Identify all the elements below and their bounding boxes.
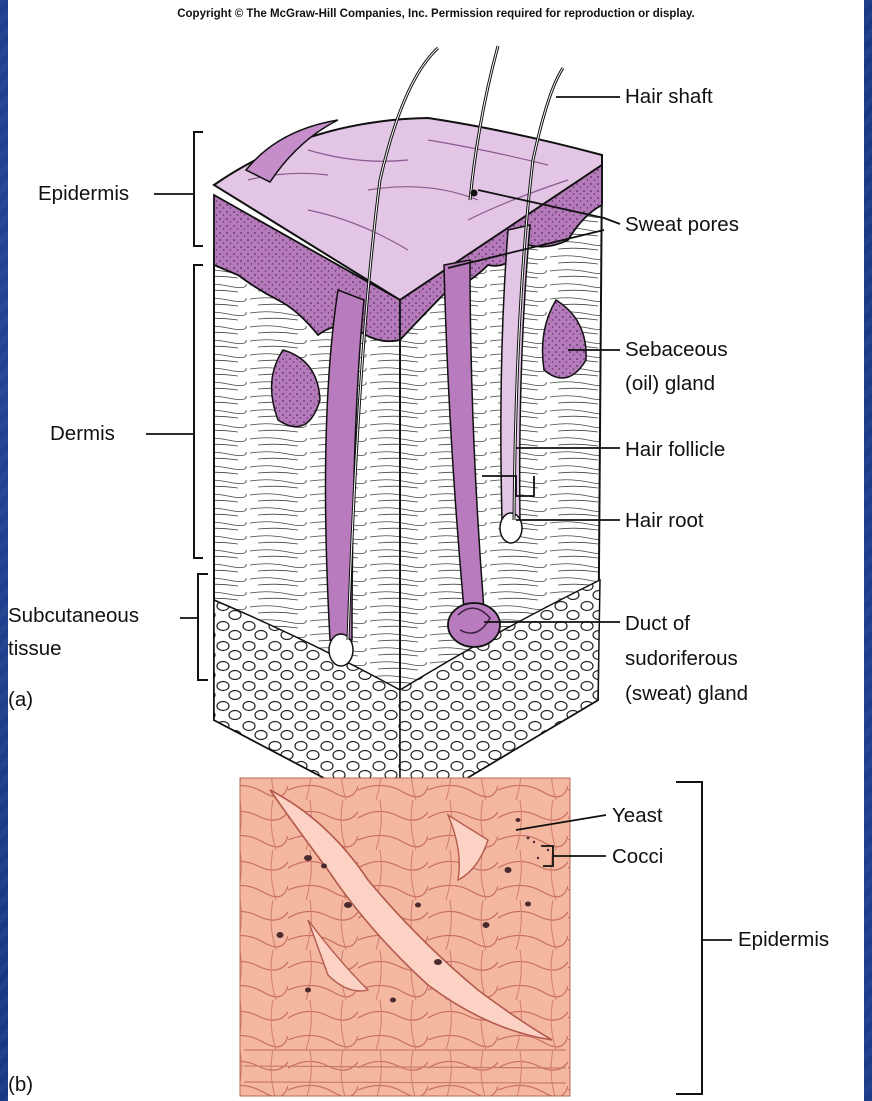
label-epidermis: Epidermis (38, 181, 129, 207)
label-panel-a: (a) (8, 687, 33, 713)
label-duct-line2: sudoriferous (625, 646, 738, 672)
label-duct-line3: (sweat) gland (625, 681, 748, 707)
label-subcutaneous-line1: Subcutaneous (8, 603, 139, 629)
label-sebaceous-line1: Sebaceous (625, 337, 728, 363)
label-hair-root: Hair root (625, 508, 704, 534)
figure-slide: Copyright © The McGraw-Hill Companies, I… (8, 0, 864, 1101)
label-panel-b: (b) (8, 1072, 33, 1098)
label-duct-line1: Duct of (625, 611, 690, 637)
label-sebaceous-line2: (oil) gland (625, 371, 715, 397)
label-cocci: Cocci (612, 844, 663, 870)
label-subcutaneous-line2: tissue (8, 636, 62, 662)
skin-diagram-artwork (8, 0, 864, 1101)
label-epidermis-b: Epidermis (738, 927, 829, 953)
label-dermis: Dermis (50, 421, 115, 447)
label-sweat-pores: Sweat pores (625, 212, 739, 238)
label-yeast: Yeast (612, 803, 663, 829)
label-hair-follicle: Hair follicle (625, 437, 725, 463)
label-hair-shaft: Hair shaft (625, 84, 713, 110)
